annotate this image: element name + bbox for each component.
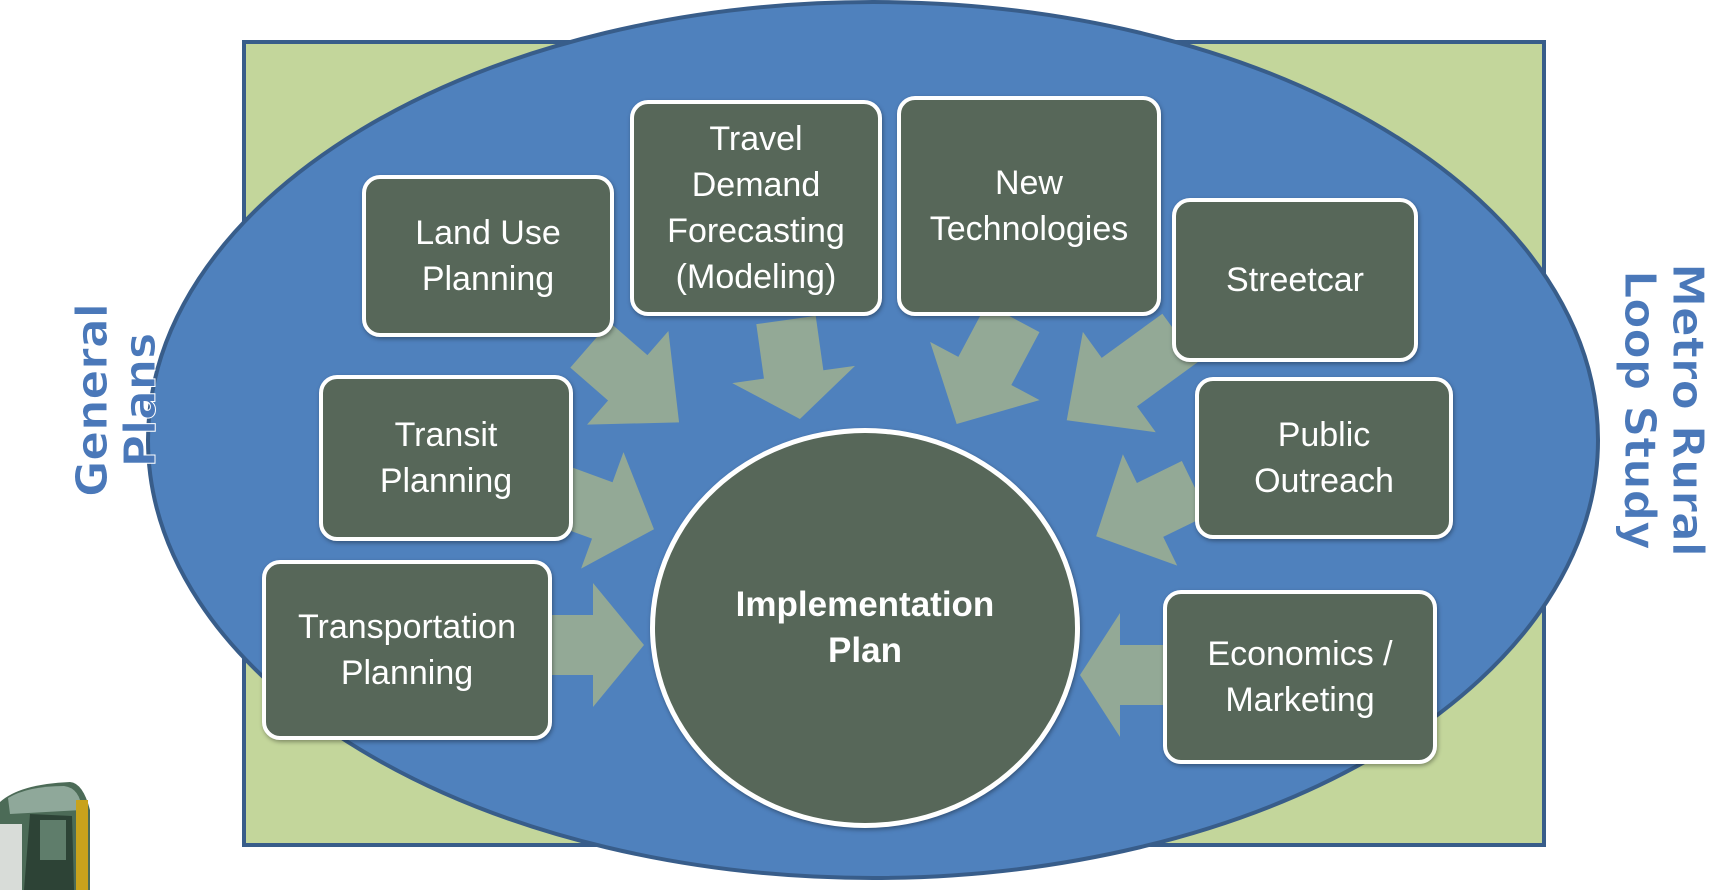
arrow-land-use bbox=[570, 322, 680, 425]
arrow-public-outreach bbox=[1096, 454, 1209, 566]
general-plans-label: General Plans bbox=[67, 303, 167, 498]
node-transportation-planning: Transportation Planning bbox=[262, 560, 552, 740]
node-new-technologies: New Technologies bbox=[897, 96, 1161, 316]
arrow-travel-demand bbox=[732, 315, 856, 420]
node-transit-planning: Transit Planning bbox=[319, 375, 573, 541]
metro-rural-loop-study-label: Metro Rural Loop Study bbox=[1614, 263, 1714, 558]
arrow-streetcar bbox=[1066, 313, 1198, 433]
node-streetcar: Streetcar bbox=[1172, 198, 1418, 362]
node-land-use-planning: Land Use Planning bbox=[362, 175, 614, 337]
arrow-economics bbox=[1080, 613, 1170, 737]
node-economics-marketing: Economics / Marketing bbox=[1163, 590, 1437, 764]
arrow-new-technologies bbox=[930, 303, 1040, 424]
arrow-transit bbox=[549, 452, 654, 569]
arrows-group bbox=[548, 303, 1209, 737]
streetcar-photo bbox=[0, 782, 90, 890]
node-travel-demand-forecasting: Travel Demand Forecasting (Modeling) bbox=[630, 100, 882, 316]
node-implementation-plan: Implementation Plan bbox=[650, 428, 1080, 828]
arrow-transportation bbox=[548, 583, 644, 707]
node-public-outreach: Public Outreach bbox=[1195, 377, 1453, 539]
